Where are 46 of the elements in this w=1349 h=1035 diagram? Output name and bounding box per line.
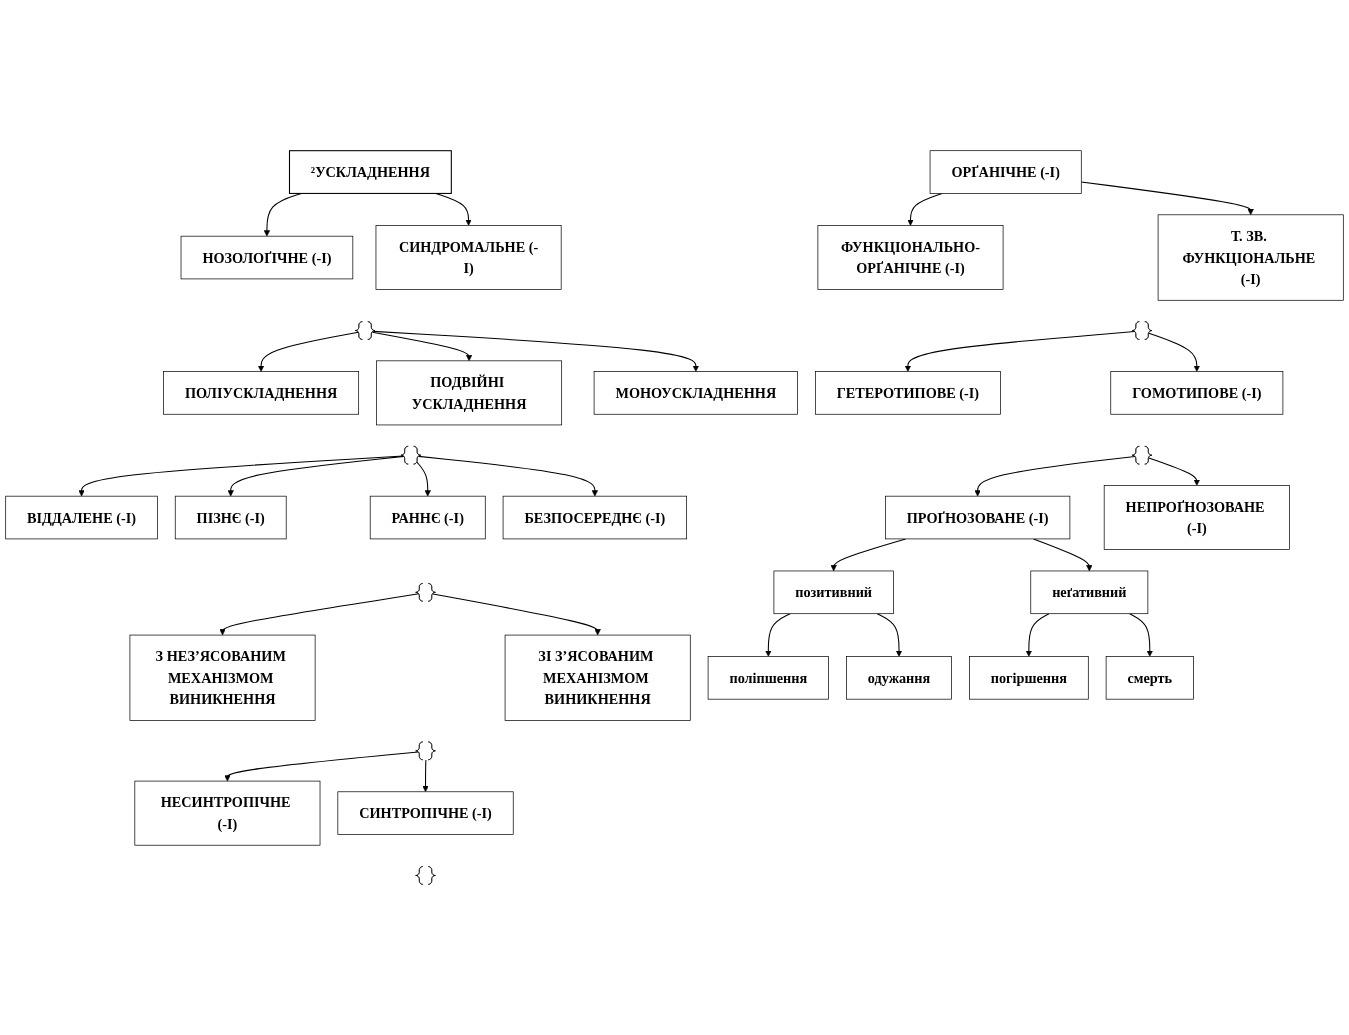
arrow — [418, 455, 598, 497]
arrow — [876, 613, 903, 657]
arrow — [1148, 457, 1200, 486]
arrow — [904, 330, 1136, 372]
node-box: позитивний — [773, 570, 894, 614]
node-box: НЕПРОҐНОЗОВАНЕ (-І) — [1103, 485, 1290, 550]
node-box: НЕСИНТРОПІЧНЕ (-І) — [134, 780, 321, 846]
arrow — [432, 593, 601, 636]
arrow — [1025, 613, 1050, 657]
arrow — [1129, 613, 1153, 657]
node-box: БЕЗПОСЕРЕДНЄ (-І) — [502, 495, 687, 540]
node-box: ²УСКЛАДНЕННЯ — [288, 150, 452, 194]
node-box: ФУНКЦІОНАЛЬНО-ОРҐАНІЧНЕ (-І) — [817, 225, 1004, 290]
arrow — [765, 613, 791, 657]
arrow — [257, 331, 359, 372]
node-box: СИНТРОПІЧНЕ (-І) — [337, 791, 514, 835]
node-box: ГЕТЕРОТИПОВЕ (-І) — [815, 371, 1001, 415]
node-box: смерть — [1105, 656, 1194, 700]
arrow — [371, 331, 473, 362]
arrow — [1148, 332, 1200, 372]
node-box: ПОЛІУСКЛАДНЕННЯ — [163, 371, 360, 415]
arrow — [974, 455, 1136, 497]
node-box: РАННЄ (-І) — [369, 495, 486, 540]
node-box: ВІДДАЛЕНЕ (-І) — [5, 495, 158, 540]
node-box: Т. ЗВ. ФУНКЦІОНАЛЬНЕ (-І) — [1157, 214, 1344, 301]
node-box: неґативний — [1030, 570, 1149, 614]
arrow — [78, 455, 404, 497]
node-box: ПІЗНЄ (-І) — [174, 495, 287, 540]
node-box: ПРОҐНОЗОВАНЕ (-І) — [885, 495, 1071, 540]
node-box: ГОМОТИПОВЕ (-І) — [1110, 371, 1284, 415]
node-box: ПОДВІЙНІ УСКЛАДНЕННЯ — [376, 360, 563, 426]
node-box: З НЕЗ’ЯСОВАНИМ МЕХАНІЗМОМ ВИНИКНЕННЯ — [129, 634, 316, 721]
arrow — [219, 593, 420, 636]
arrow — [372, 330, 699, 372]
node-box: ЗІ З’ЯСОВАНИМ МЕХАНІЗМОМ ВИНИКНЕННЯ — [504, 634, 691, 721]
node-box: МОНОУСКЛАДНЕННЯ — [593, 371, 798, 415]
node-box: поліпшення — [707, 656, 829, 700]
node-box: погіршення — [969, 656, 1089, 700]
arrow — [422, 759, 429, 792]
node-box: НОЗОЛОҐІЧНЕ (-І) — [180, 235, 354, 280]
node-box: ОРҐАНІЧНЕ (-І) — [929, 150, 1082, 194]
arrow — [416, 461, 431, 497]
arrow — [1080, 181, 1254, 216]
arrow — [224, 751, 419, 782]
node-box: СИНДРОМАЛЬНЕ (-І) — [375, 225, 562, 290]
node-box: одужання — [846, 656, 952, 700]
